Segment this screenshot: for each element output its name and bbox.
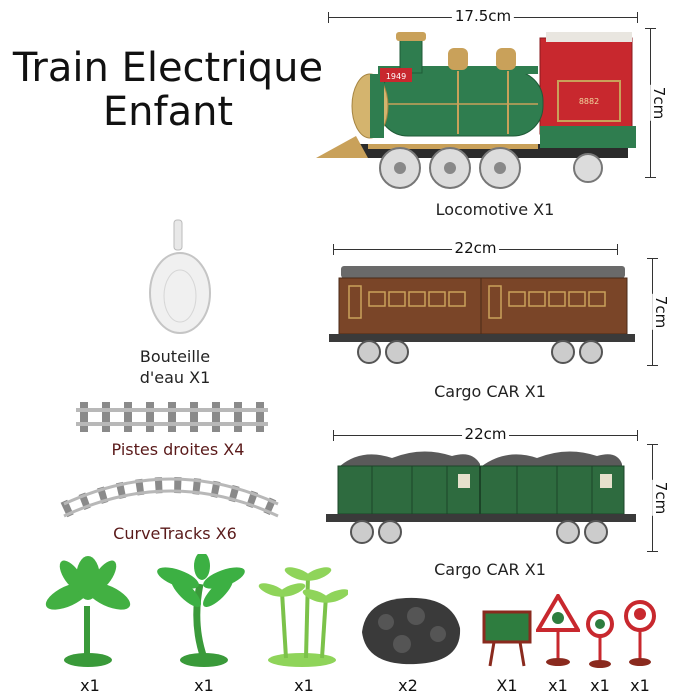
- straight-track-image: [76, 402, 268, 432]
- cargo-car-2-width-label: 22cm: [461, 425, 510, 443]
- curve-tracks-caption: CurveTracks X6: [113, 524, 237, 543]
- sign-3-quantity: x1: [590, 676, 610, 695]
- locomotive-year-plate: 1949: [386, 72, 406, 81]
- water-bottle-caption: Bouteille d'eau X1: [110, 346, 240, 388]
- title-line-2: Enfant: [102, 89, 234, 135]
- tree-3-image: [258, 567, 348, 667]
- sign-1-image: [482, 610, 532, 667]
- sign-4-quantity: x1: [630, 676, 650, 695]
- cargo-car-2-image: [326, 451, 636, 544]
- water-bottle-caption-line-2: d'eau X1: [139, 368, 211, 387]
- tree-1-quantity: x1: [80, 676, 100, 695]
- sign-4-image: [624, 600, 656, 666]
- locomotive-caption: Locomotive X1: [435, 200, 555, 219]
- locomotive-image: 8882 1949: [316, 32, 636, 189]
- cargo-car-1-height-dimension: 7cm: [645, 258, 671, 366]
- sign-2-quantity: x1: [548, 676, 568, 695]
- cargo-car-1-caption: Cargo CAR X1: [434, 382, 546, 401]
- cargo-car-2-height-label: 7cm: [652, 479, 671, 517]
- rock-quantity: x2: [398, 676, 418, 695]
- locomotive-number-plate: 8882: [579, 97, 599, 106]
- cargo-car-2-width-dimension: 22cm: [333, 425, 638, 443]
- locomotive-height-dimension: 7cm: [643, 28, 669, 178]
- tree-3-quantity: x1: [294, 676, 314, 695]
- sign-3-image: [586, 610, 614, 668]
- cargo-car-1-width-dimension: 22cm: [333, 239, 618, 257]
- water-bottle-caption-line-1: Bouteille: [139, 347, 211, 366]
- cargo-car-1-image: [329, 266, 635, 364]
- sign-1-quantity: X1: [496, 676, 518, 695]
- cargo-car-1-width-label: 22cm: [451, 239, 500, 257]
- cargo-car-2-caption: Cargo CAR X1: [434, 560, 546, 579]
- locomotive-width-label: 17.5cm: [451, 7, 515, 25]
- tree-2-image: [157, 554, 245, 667]
- product-title: Train Electrique Enfant: [8, 46, 328, 134]
- tree-2-quantity: x1: [194, 676, 214, 695]
- cargo-car-2-height-dimension: 7cm: [645, 444, 671, 552]
- curve-track-image: [60, 477, 282, 518]
- sign-2-image: [536, 594, 580, 666]
- cargo-car-1-height-label: 7cm: [652, 293, 671, 331]
- title-line-1: Train Electrique: [12, 45, 324, 91]
- tree-1-image: [45, 556, 131, 667]
- rock-image: [362, 597, 461, 665]
- water-bottle-image: [149, 219, 211, 334]
- straight-tracks-caption: Pistes droites X4: [111, 440, 245, 459]
- locomotive-width-dimension: 17.5cm: [328, 7, 638, 25]
- locomotive-height-label: 7cm: [650, 84, 669, 122]
